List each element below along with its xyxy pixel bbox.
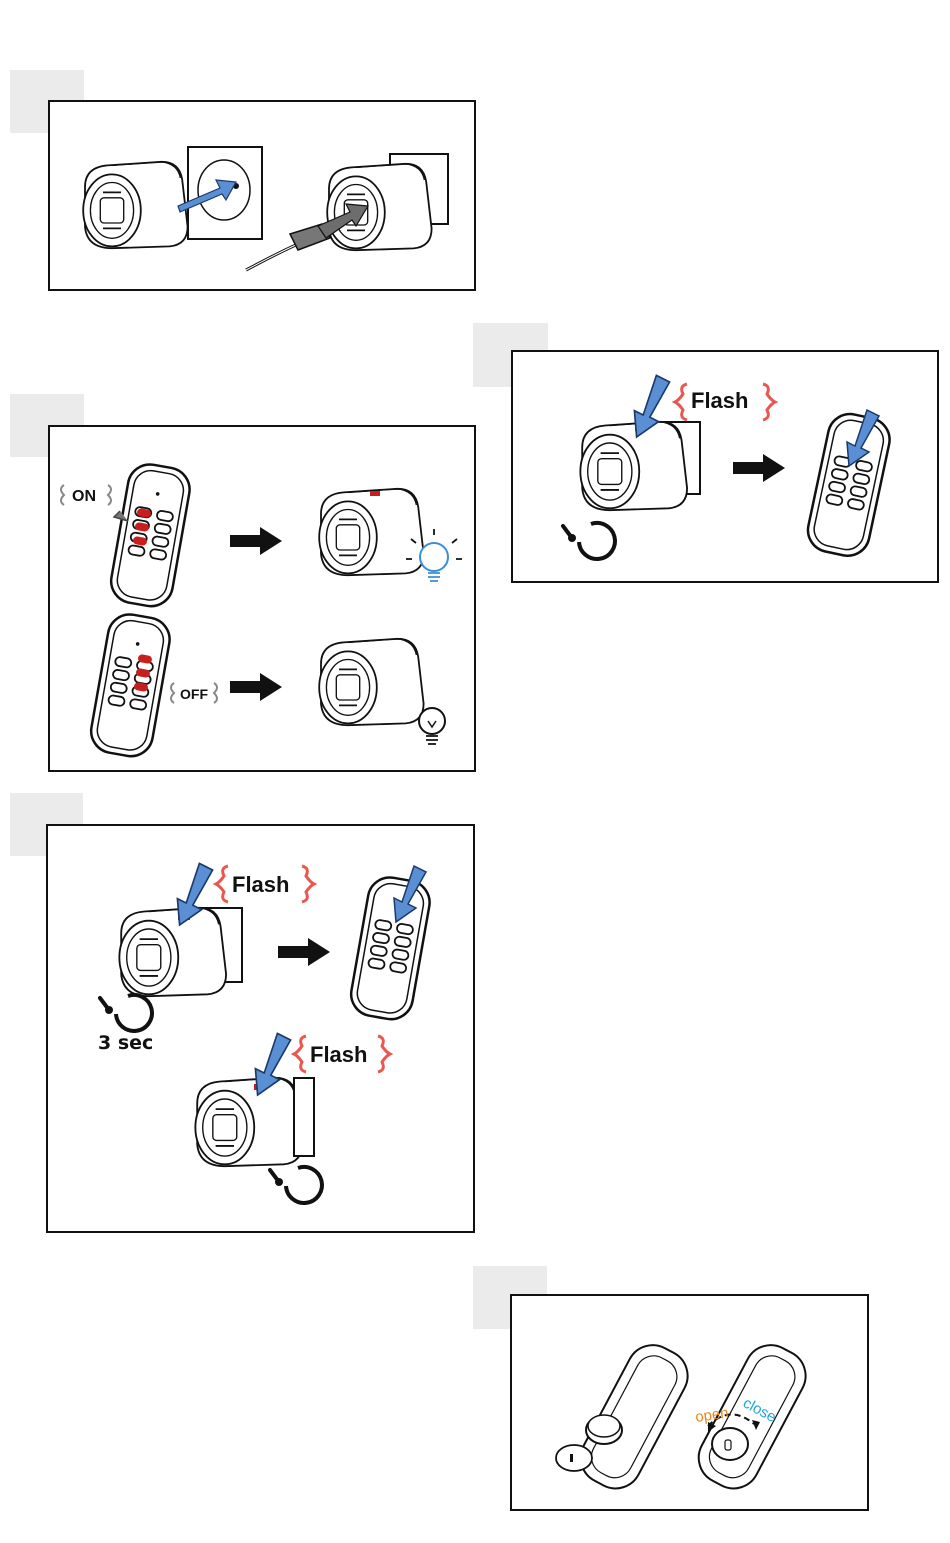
timer-icon (100, 995, 152, 1031)
plug-in-socket-illustration (50, 102, 478, 293)
battery-replacement-illustration: open close (512, 1296, 871, 1513)
light-bulb-off-icon (419, 708, 445, 744)
pairing-illustration: Flash (513, 352, 941, 585)
step-3-panel: Flash Flash 3 sec (46, 824, 475, 1233)
timer-icon-2 (270, 1167, 322, 1203)
step-5-panel: open close (510, 1294, 869, 1511)
flash-label-1: Flash (232, 872, 289, 897)
battery-icon (556, 1445, 592, 1471)
step-4-panel: Flash (511, 350, 939, 583)
hold-time-label: 3 sec (98, 1032, 153, 1054)
off-label: OFF (180, 686, 208, 702)
timer-icon (563, 523, 615, 559)
flash-label: Flash (691, 388, 748, 413)
step-1-panel (48, 100, 476, 291)
on-off-illustration: ON OFF (50, 427, 478, 774)
on-label: ON (72, 488, 96, 505)
flash-label-2: Flash (310, 1042, 367, 1067)
reset-illustration: Flash Flash (48, 826, 477, 1235)
step-2-panel: ON OFF (48, 425, 476, 772)
